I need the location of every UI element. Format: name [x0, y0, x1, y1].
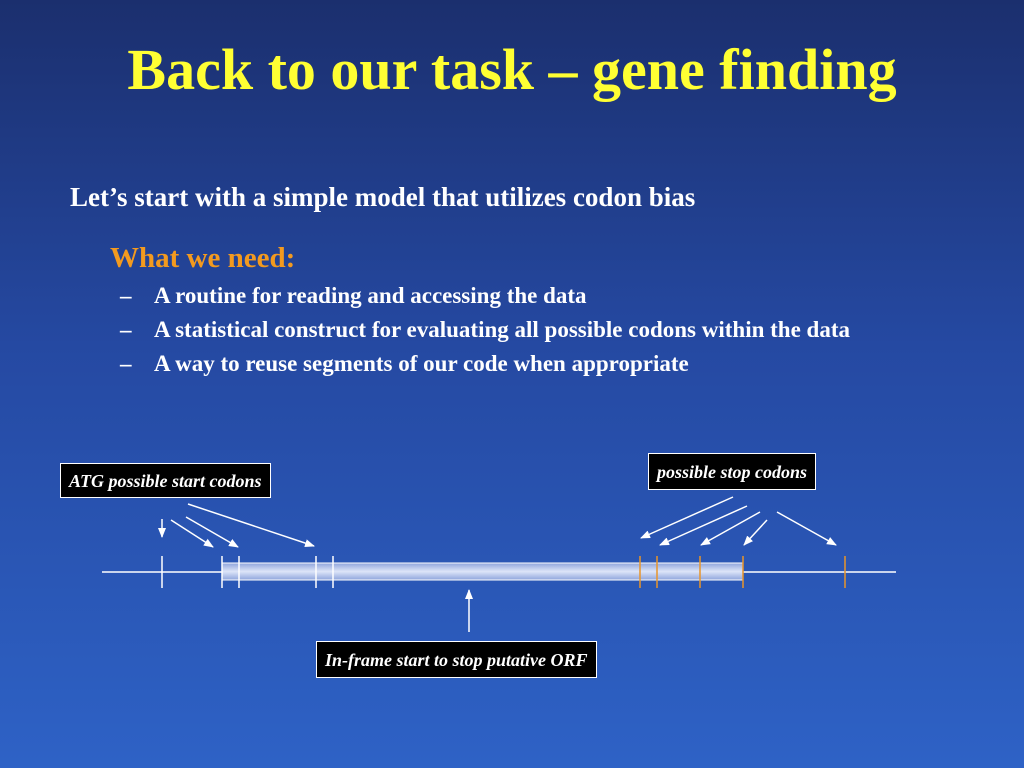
start-arrow: [185, 516, 239, 548]
requirements-list: –A routine for reading and accessing the…: [120, 282, 960, 384]
slide-title: Back to our task – gene finding: [127, 37, 897, 102]
stop-arrow: [743, 519, 768, 546]
list-item: –A statistical construct for evaluating …: [120, 316, 960, 343]
main-bullet: Let’s start with a simple model that uti…: [70, 182, 696, 212]
start-codons-label: ATG possible start codons: [60, 463, 271, 498]
list-item: –A routine for reading and accessing the…: [120, 282, 960, 309]
dash-marker: –: [120, 317, 132, 342]
dash-marker: –: [120, 283, 132, 308]
stop-arrow: [700, 511, 761, 546]
list-item-text: A statistical construct for evaluating a…: [154, 317, 850, 342]
orf-label: In-frame start to stop putative ORF: [316, 641, 597, 678]
stop-arrow: [659, 505, 748, 546]
dash-marker: –: [120, 351, 132, 376]
stop-arrow: [776, 511, 837, 546]
start-arrow: [187, 503, 315, 547]
list-item: –A way to reuse segments of our code whe…: [120, 350, 960, 377]
list-item-text: A way to reuse segments of our code when…: [154, 351, 689, 376]
start-arrow: [170, 519, 214, 548]
subheading: What we need:: [110, 242, 296, 274]
orf-bar: [221, 562, 744, 581]
stop-codons-label: possible stop codons: [648, 453, 817, 490]
stop-arrow: [640, 496, 734, 539]
list-item-text: A routine for reading and accessing the …: [154, 283, 587, 308]
